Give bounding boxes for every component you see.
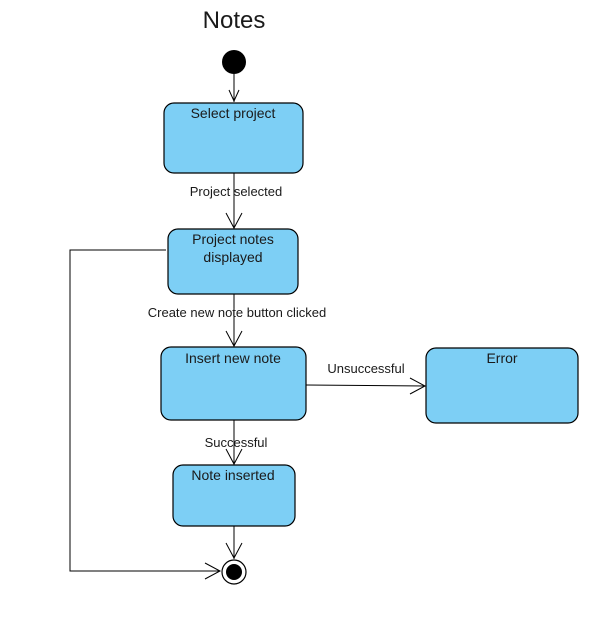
arrowhead-select-to-notes — [225, 212, 243, 230]
arrowhead-inserted-to-final — [225, 542, 243, 560]
arrowhead-notes-to-final-loop — [204, 562, 222, 580]
state-project-notes-line2: displayed — [203, 249, 262, 265]
state-insert-new-note-label: Insert new note — [185, 350, 281, 366]
arrowhead-insert-to-inserted — [225, 448, 243, 466]
state-select-project-label: Select project — [191, 105, 276, 121]
state-error: Error — [425, 347, 579, 424]
state-select-project: Select project — [163, 102, 304, 174]
label-unsuccessful: Unsuccessful — [327, 361, 404, 376]
state-project-notes-line1: Project notes — [192, 231, 274, 247]
state-error-label: Error — [486, 350, 517, 366]
label-successful: Successful — [205, 435, 268, 450]
state-note-inserted-label: Note inserted — [191, 467, 274, 483]
arrowhead-insert-to-error — [409, 377, 427, 395]
arrowhead-notes-to-insert — [225, 330, 243, 348]
label-create-new-note: Create new note button clicked — [148, 305, 327, 320]
state-insert-new-note: Insert new note — [160, 346, 307, 421]
label-project-selected: Project selected — [190, 184, 283, 199]
edge-insert-to-error — [305, 384, 427, 387]
edge-notes-to-final-loop — [69, 249, 220, 572]
diagram-title: Notes — [203, 7, 266, 34]
initial-node — [222, 50, 246, 74]
state-project-notes-displayed: Project notes displayed — [167, 228, 299, 295]
final-node — [221, 559, 247, 585]
state-note-inserted: Note inserted — [172, 464, 296, 527]
arrowhead-initial — [228, 89, 240, 103]
